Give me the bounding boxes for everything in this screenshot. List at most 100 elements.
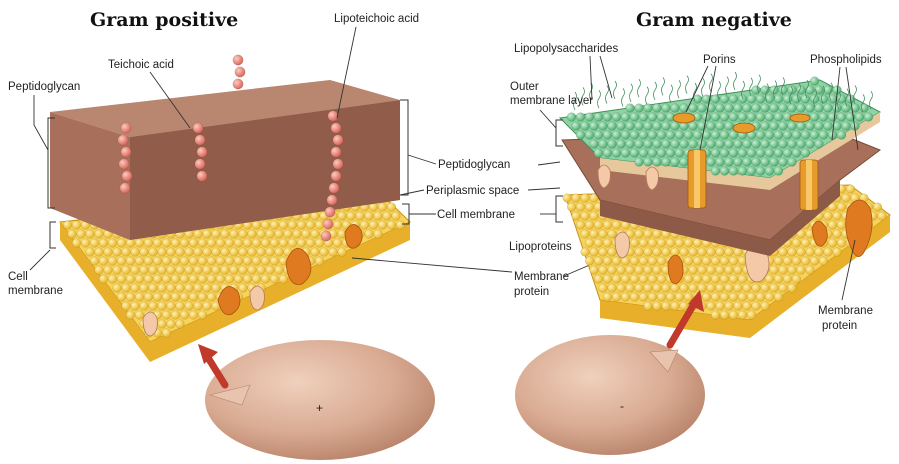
lipid-head — [756, 149, 765, 158]
lipid-head — [567, 203, 576, 212]
lipid-head — [608, 230, 617, 239]
lipid-head — [837, 239, 846, 248]
lipid-head — [842, 194, 851, 203]
lipid-head — [581, 212, 590, 221]
lipid-head — [711, 311, 720, 320]
lipid-head — [702, 257, 711, 266]
lipid-head — [311, 230, 320, 239]
lipid-head — [756, 167, 765, 176]
lipid-head — [797, 140, 806, 149]
lipid-head — [761, 284, 770, 293]
lipid-head — [617, 140, 626, 149]
lipid-head — [185, 248, 194, 257]
lipid-head — [824, 104, 833, 113]
lipid-head — [689, 140, 698, 149]
lipid-head — [765, 293, 774, 302]
lps-chain — [622, 88, 625, 106]
lipid-head — [590, 212, 599, 221]
bracket-cell-membrane-left — [50, 222, 56, 248]
lipid-head — [162, 329, 171, 338]
lipid-head — [135, 239, 144, 248]
lipid-head — [725, 284, 734, 293]
lipid-head — [311, 248, 320, 257]
lipid-head — [360, 221, 369, 230]
lipid-head — [234, 257, 243, 266]
lipid-head — [585, 221, 594, 230]
lipid-head — [756, 113, 765, 122]
lipid-head — [207, 275, 216, 284]
lipid-head — [86, 230, 95, 239]
lipid-head — [770, 284, 779, 293]
lipid-head — [738, 113, 747, 122]
lipid-head — [617, 284, 626, 293]
lipid-head — [716, 158, 725, 167]
lipid-head — [824, 122, 833, 131]
lipid-head — [608, 284, 617, 293]
gram-positive-panel: + Gram positive Peptidoglycan Teichoic a… — [8, 9, 435, 460]
lipid-head — [621, 149, 630, 158]
lipid-head — [171, 275, 180, 284]
lipid-head — [792, 257, 801, 266]
lipid-head — [743, 158, 752, 167]
lipid-head — [698, 266, 707, 275]
label-lipopolysaccharides: Lipopolysaccharides — [514, 43, 618, 55]
lipid-head — [833, 212, 842, 221]
lipid-head — [621, 131, 630, 140]
lps-chain — [638, 79, 641, 97]
gram-positive-title: Gram positive — [90, 9, 238, 31]
lipid-head — [167, 284, 176, 293]
lipid-head — [90, 239, 99, 248]
lipid-head — [171, 293, 180, 302]
lipid-head — [203, 248, 212, 257]
lipid-head — [752, 284, 761, 293]
lipid-head — [662, 122, 671, 131]
lipid-head — [657, 257, 666, 266]
teichoic-bead — [193, 123, 203, 133]
lipid-head — [833, 104, 842, 113]
lipid-head — [729, 293, 738, 302]
lipid-head — [756, 95, 765, 104]
lipid-head — [662, 140, 671, 149]
lipid-head — [828, 239, 837, 248]
lipid-head — [680, 158, 689, 167]
lipid-head — [95, 230, 104, 239]
label-lipoteichoic-acid: Lipoteichoic acid — [334, 13, 419, 25]
lipid-head — [243, 257, 252, 266]
lipid-head — [702, 293, 711, 302]
teichoic-bead — [233, 79, 243, 89]
lipid-head — [774, 131, 783, 140]
lipid-head — [104, 266, 113, 275]
lipid-head — [594, 149, 603, 158]
lipid-head — [689, 104, 698, 113]
lipid-head — [144, 239, 153, 248]
lipid-head — [261, 257, 270, 266]
lipid-head — [846, 185, 855, 194]
lipid-head — [792, 131, 801, 140]
lipid-head — [657, 149, 666, 158]
lipid-head — [135, 257, 144, 266]
lipid-head — [828, 221, 837, 230]
lipid-head — [716, 302, 725, 311]
lipid-head — [599, 266, 608, 275]
bracket-cell-membrane-negative — [556, 196, 563, 222]
lipid-head — [644, 302, 653, 311]
lipid-head — [666, 149, 675, 158]
lipid-head — [761, 158, 770, 167]
lipid-head — [216, 257, 225, 266]
lipid-head — [306, 221, 315, 230]
lipid-head — [261, 275, 270, 284]
lipid-head — [819, 257, 828, 266]
lipid-head — [689, 266, 698, 275]
lipid-head — [599, 284, 608, 293]
lipid-head — [743, 284, 752, 293]
lipid-head — [288, 221, 297, 230]
lipid-head — [797, 248, 806, 257]
teichoic-bead — [119, 159, 129, 169]
lipid-head — [837, 95, 846, 104]
lipid-head — [684, 275, 693, 284]
lipid-head — [207, 293, 216, 302]
lipid-head — [189, 257, 198, 266]
lipid-head — [716, 248, 725, 257]
lipid-head — [662, 248, 671, 257]
lipid-head — [729, 167, 738, 176]
